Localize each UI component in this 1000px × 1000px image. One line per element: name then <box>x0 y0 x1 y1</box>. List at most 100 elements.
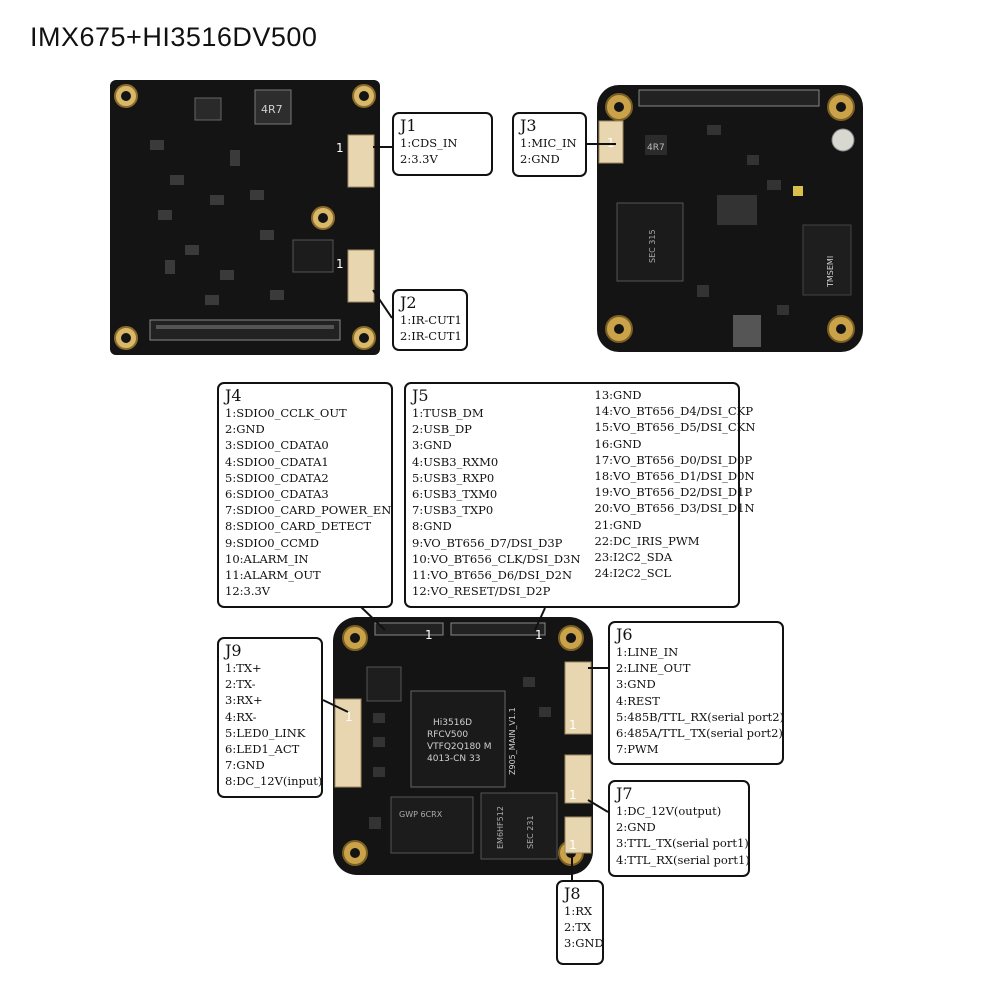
pin-label: 2:GND <box>616 820 656 835</box>
pin-label: 16:GND <box>594 436 642 451</box>
pin-label: 11:VO_BT656_D6/DSI_D2N <box>412 568 573 583</box>
pin-label: 2:GND <box>225 422 265 437</box>
pin-label: 1:TX+ <box>225 661 262 675</box>
pin-label: 4:REST <box>616 693 660 708</box>
pin-label: 3:RX+ <box>225 693 263 708</box>
pin-label: 15:VO_BT656_D5/DSI_CKN <box>594 420 756 435</box>
soc-marking-1: Hi3516D <box>433 718 472 728</box>
pin-label: 4:USB3_RXM0 <box>412 454 499 469</box>
pin-one-marker-j7: 1 <box>569 788 577 802</box>
pin-label: 9:VO_BT656_D7/DSI_D3P <box>412 535 563 550</box>
j5-left-column: 1:TUSB_DM 2:USB_DP 3:GND 4:USB3_RXM0 5:U… <box>412 405 581 599</box>
pin-label: 5:LED0_LINK <box>225 725 306 740</box>
callout-j3: J3 1:MIC_IN 2:GND <box>512 112 587 177</box>
pin-label: 2:GND <box>520 152 560 167</box>
callout-j2: J2 1:IR-CUT1 2:IR-CUT1 <box>392 289 468 351</box>
callout-j3-name: J3 <box>520 116 537 135</box>
callout-j8-name: J8 <box>564 884 581 903</box>
pin-one-marker-j2: 1 <box>336 257 344 271</box>
callout-j9-name: J9 <box>225 641 242 660</box>
pin-label: 4:TTL_RX(serial port1) <box>616 852 750 867</box>
pin-label: 24:I2C2_SCL <box>594 566 672 581</box>
pin-label: 5:485B/TTL_RX(serial port2) <box>616 709 785 724</box>
pin-label: 22:DC_IRIS_PWM <box>594 533 700 548</box>
pin-label: 2:LINE_OUT <box>616 661 691 676</box>
pin-label: 1:MIC_IN <box>520 136 577 150</box>
callout-j8: J8 1:RX 2:TX 3:GND <box>556 880 604 965</box>
pin-label: 3:GND <box>616 677 656 692</box>
pin-label: 2:TX- <box>225 677 256 692</box>
pin-label: 3:GND <box>564 936 604 951</box>
pin-label: 23:I2C2_SDA <box>594 550 673 565</box>
pin-label: 7:GND <box>225 758 265 773</box>
page-title: IMX675+HI3516DV500 <box>30 22 318 52</box>
pin-label: 21:GND <box>594 517 642 532</box>
pin-label: 5:USB3_RXP0 <box>412 470 495 485</box>
j5-right-column: 13:GND 14:VO_BT656_D4/DSI_CKP 15:VO_BT65… <box>595 387 756 599</box>
pin-label: 1:SDIO0_CCLK_OUT <box>225 406 347 420</box>
pin-label: 19:VO_BT656_D2/DSI_D1P <box>594 485 753 500</box>
pin-label: 6:USB3_TXM0 <box>412 487 498 502</box>
callout-j1: J1 1:CDS_IN 2:3.3V <box>392 112 493 176</box>
pin-label: 1:CDS_IN <box>400 136 458 150</box>
sensor-board-rear: 4R7 1 1 <box>110 80 380 355</box>
pin-label: 7:PWM <box>616 742 659 757</box>
pin-one-marker-j3: 1 <box>607 136 615 150</box>
callout-j9: J9 1:TX+ 2:TX- 3:RX+ 4:RX- 5:LED0_LINK 6… <box>217 637 323 798</box>
pin-label: 12:3.3V <box>225 584 271 599</box>
pin-label: 10:VO_BT656_CLK/DSI_D3N <box>412 551 581 566</box>
inductor-label-front: 4R7 <box>647 143 665 153</box>
pin-label: 2:TX <box>564 920 592 935</box>
pin-label: 6:LED1_ACT <box>225 742 300 757</box>
callout-j6: J6 1:LINE_IN 2:LINE_OUT 3:GND 4:REST 5:4… <box>608 621 784 765</box>
sensor-board-front: 1 4R7 SEC 315 TMSEMI <box>597 85 863 352</box>
pin-label: 3:SDIO0_CDATA0 <box>225 438 329 453</box>
ddr-marking-1: SEC 231 <box>526 815 535 849</box>
callout-j5: J5 1:TUSB_DM 2:USB_DP 3:GND 4:USB3_RXM0 … <box>404 382 755 608</box>
ddr-marking-2: EM6HF512 <box>496 806 505 849</box>
pin-label: 17:VO_BT656_D0/DSI_D0P <box>594 452 753 467</box>
tmsemi-marking: TMSEMI <box>826 256 835 288</box>
pin-label: 11:ALARM_OUT <box>225 568 321 583</box>
pin-label: 4:RX- <box>225 709 257 724</box>
pin-label: 6:SDIO0_CDATA3 <box>225 487 329 502</box>
pin-label: 2:USB_DP <box>412 422 472 437</box>
pin-label: 10:ALARM_IN <box>225 551 309 566</box>
pin-label: 13:GND <box>594 388 642 402</box>
soc-marking-4: 4013-CN 33 <box>427 754 480 764</box>
pin-label: 2:3.3V <box>400 152 438 167</box>
pin-label: 2:IR-CUT1 <box>400 329 462 344</box>
main-board: 1 1 1 1 1 1 Hi3516D RFCV500 VTFQ2Q180 M … <box>333 617 593 875</box>
callout-j1-name: J1 <box>400 116 417 135</box>
callout-j2-name: J2 <box>400 293 417 312</box>
pin-label: 3:TTL_TX(serial port1) <box>616 836 749 851</box>
pin-label: 1:LINE_IN <box>616 645 679 659</box>
inductor-label: 4R7 <box>261 103 283 116</box>
pin-label: 12:VO_RESET/DSI_D2P <box>412 584 551 599</box>
pin-label: 5:SDIO0_CDATA2 <box>225 470 329 485</box>
pin-label: 7:USB3_TXP0 <box>412 503 494 518</box>
pin-label: 20:VO_BT656_D3/DSI_D1N <box>594 501 755 516</box>
flash-marking: GWP 6CRX <box>399 810 443 819</box>
pin-label: 8:GND <box>412 519 452 534</box>
pin-label: 1:IR-CUT1 <box>400 313 462 327</box>
soc-marking-2: RFCV500 <box>427 730 468 740</box>
pin-label: 1:DC_12V(output) <box>616 804 722 818</box>
pin-one-marker-j5: 1 <box>535 628 543 642</box>
pin-label: 8:SDIO0_CARD_DETECT <box>225 519 372 534</box>
pin-label: 4:SDIO0_CDATA1 <box>225 454 329 469</box>
pin-one-marker-j1: 1 <box>336 141 344 155</box>
pin-label: 18:VO_BT656_D1/DSI_D0N <box>594 469 755 484</box>
ddr-marking: SEC 315 <box>648 229 657 263</box>
pin-one-marker-j8: 1 <box>569 838 577 852</box>
callout-j6-name: J6 <box>616 625 633 644</box>
callout-j5-name: J5 <box>412 386 429 405</box>
pin-label: 7:SDIO0_CARD_POWER_EN <box>225 503 392 518</box>
callout-j7: J7 1:DC_12V(output) 2:GND 3:TTL_TX(seria… <box>608 780 750 877</box>
callout-j4-name: J4 <box>225 386 242 405</box>
pin-one-marker-j9: 1 <box>345 710 353 724</box>
callout-j7-name: J7 <box>616 784 633 803</box>
pin-one-marker-j6: 1 <box>569 718 577 732</box>
board-version-marking: Z905_MAIN_V1.1 <box>508 707 517 775</box>
soc-marking-3: VTFQ2Q180 M <box>427 742 492 752</box>
